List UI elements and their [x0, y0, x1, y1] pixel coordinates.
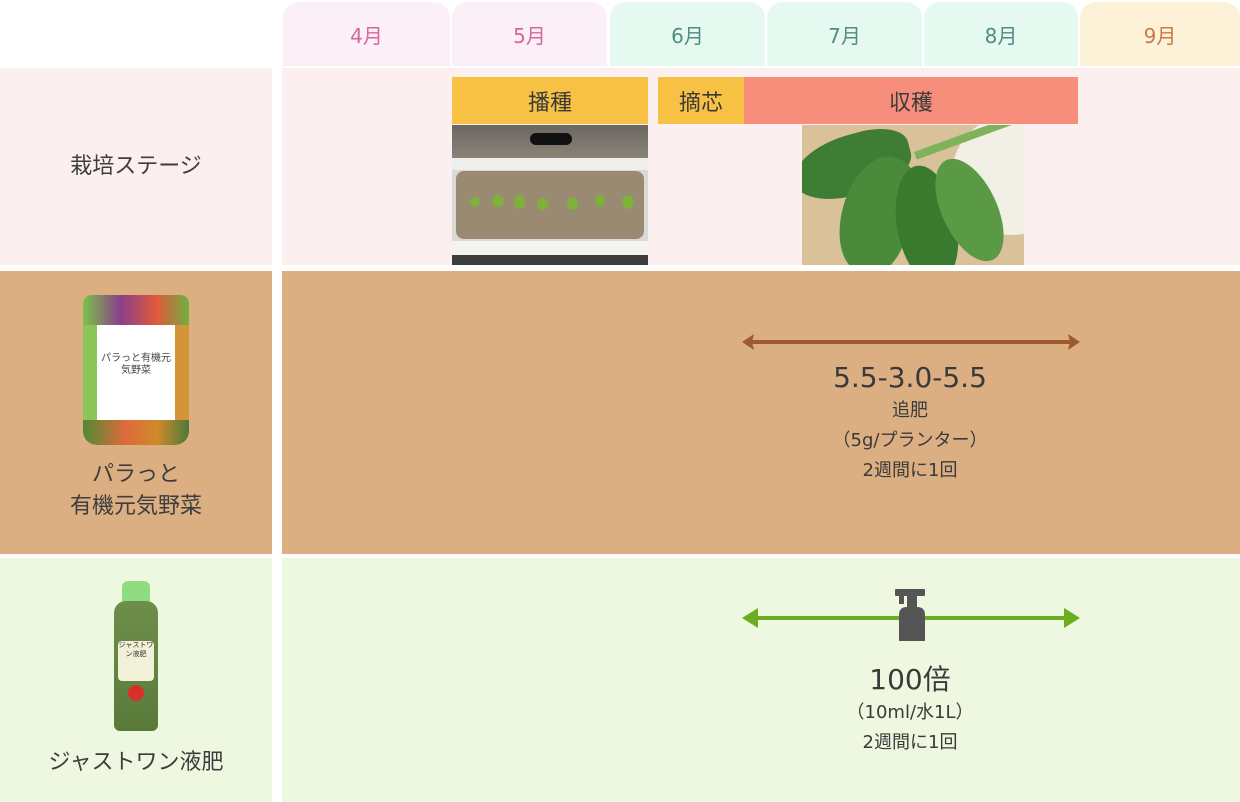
application-frequency: 2週間に1回	[862, 460, 958, 481]
stage-bar-harvest: 収穫	[744, 77, 1078, 124]
bar-label: 収穫	[888, 90, 933, 116]
month-label: 6月	[671, 23, 704, 48]
product-label-text: ジャストワン液肥	[118, 641, 154, 682]
harvested-leaves-photo	[802, 125, 1024, 265]
row-label-liquid-fertilizer: ジャストワン液肥 ジャストワン液肥	[0, 558, 272, 802]
application-frequency: 2週間に1回	[862, 732, 958, 753]
solid-fertilizer-label-line2: 有機元気野菜	[69, 493, 202, 519]
stage-bar-sowing: 播種	[452, 77, 648, 124]
month-tab-sep: 9月	[1080, 2, 1240, 66]
month-label: 9月	[1143, 23, 1177, 48]
npk-ratio: 5.5-3.0-5.5	[833, 361, 987, 394]
solid-fertilizer-label-line1: パラっと	[91, 461, 180, 487]
spray-bottle-icon	[895, 589, 925, 641]
product-package-text: パラっと有機元気野菜	[101, 352, 171, 376]
bar-label: 播種	[527, 90, 572, 116]
solid-fertilizer-product-image: パラっと有機元気野菜	[83, 294, 189, 445]
seedling-planter-photo	[452, 125, 648, 265]
application-type: 追肥	[892, 400, 928, 421]
liquid-fertilizer-product-image: ジャストワン液肥	[114, 581, 158, 732]
solid-fertilizer-info: 5.5-3.0-5.5 追肥 （5g/プランター） 2週間に1回	[760, 360, 1060, 486]
month-tab-aug: 8月	[924, 2, 1078, 66]
month-tab-jul: 7月	[767, 2, 922, 66]
bar-label: 摘芯	[678, 90, 723, 116]
month-label: 4月	[350, 23, 383, 48]
solid-fertilizer-period-arrow-icon	[742, 334, 1080, 350]
stage-bar-pinching: 摘芯	[658, 77, 744, 124]
solid-fertilizer-row	[282, 271, 1240, 554]
stage-label: 栽培ステージ	[70, 153, 202, 179]
month-tab-apr: 4月	[283, 2, 450, 66]
month-tab-may: 5月	[452, 2, 607, 66]
month-label: 7月	[828, 23, 861, 48]
liquid-fertilizer-label: ジャストワン液肥	[48, 750, 224, 776]
liquid-fertilizer-row	[282, 558, 1240, 802]
row-label-solid-fertilizer: パラっと有機元気野菜 パラっと 有機元気野菜	[0, 271, 272, 554]
month-tab-jun: 6月	[610, 2, 765, 66]
dilution-ratio: 100倍	[869, 663, 951, 696]
liquid-fertilizer-info: 100倍 （10ml/水1L） 2週間に1回	[760, 662, 1060, 758]
month-label: 5月	[513, 23, 546, 48]
application-amount: （5g/プランター）	[832, 430, 988, 451]
month-label: 8月	[984, 23, 1018, 48]
row-label-stage: 栽培ステージ	[0, 68, 272, 265]
dilution-amount: （10ml/水1L）	[846, 702, 974, 723]
